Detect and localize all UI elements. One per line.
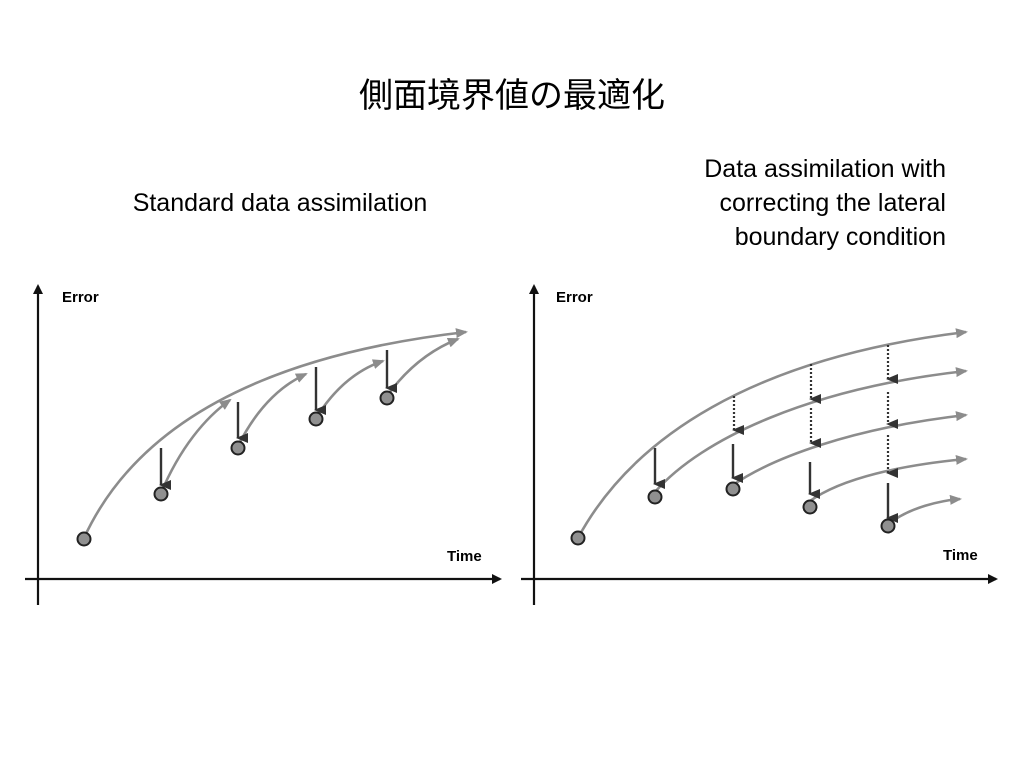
- left-panel-caption: Standard data assimilation: [132, 189, 428, 217]
- analysis-point-4: [880, 518, 896, 534]
- lateral-boundary-assimilation-diagram: Error Time: [521, 284, 998, 605]
- analysis-point-2: [725, 481, 741, 497]
- standard-assimilation-diagram: Error Time: [25, 284, 502, 605]
- right-caption-line-2: correcting the lateral: [719, 189, 946, 217]
- forecast-curve-3: [809, 454, 968, 503]
- right-caption-line-3: boundary condition: [734, 223, 946, 251]
- initial-state-point: [76, 531, 92, 547]
- right-caption-line-1: Data assimilation with: [704, 155, 946, 183]
- x-axis-label: Time: [447, 548, 482, 565]
- x-axis-label: Time: [943, 547, 978, 564]
- analysis-point-1: [153, 486, 169, 502]
- y-axis-label: Error: [556, 289, 593, 306]
- right-panel-caption: Data assimilation with correcting the la…: [594, 152, 946, 254]
- forecast-curve-main: [576, 328, 968, 539]
- forecast-curve-2: [732, 411, 968, 487]
- forecast-curve-4: [385, 337, 460, 397]
- analysis-point-3: [802, 499, 818, 515]
- forecast-curve-1: [159, 398, 232, 494]
- analysis-point-1: [647, 489, 663, 505]
- forecast-curve-2: [236, 372, 308, 447]
- analysis-point-3: [308, 411, 324, 427]
- forecast-curve-1: [654, 367, 968, 493]
- initial-state-point: [570, 530, 586, 546]
- y-axis-label: Error: [62, 289, 99, 306]
- forecast-curve-main: [82, 328, 468, 539]
- analysis-point-4: [379, 390, 395, 406]
- forecast-curve-3: [314, 359, 385, 419]
- analysis-point-2: [230, 440, 246, 456]
- forecast-curve-4: [893, 494, 962, 522]
- slide-title: 側面境界値の最適化: [359, 76, 665, 116]
